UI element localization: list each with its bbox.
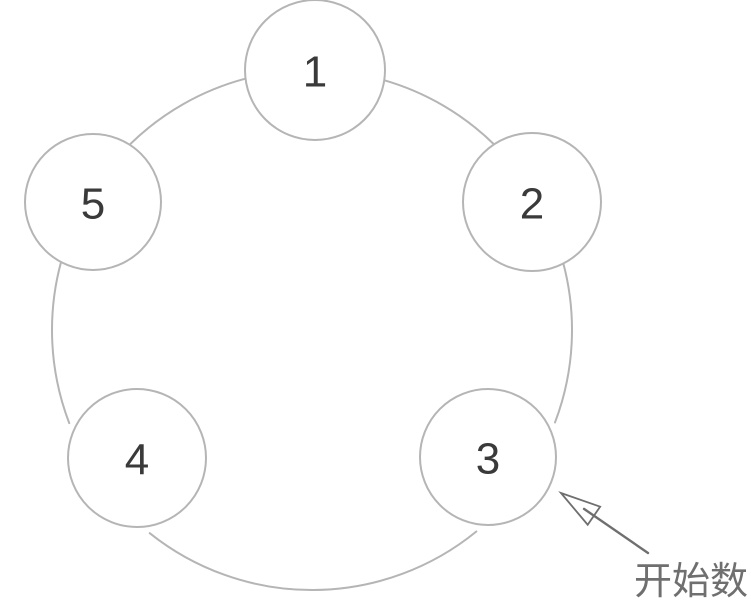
node-2-label: 2 — [520, 180, 544, 229]
start-annotation: 开始数 — [558, 491, 748, 603]
node-5-label: 5 — [81, 180, 105, 229]
annotation-arrow-head-icon — [558, 491, 602, 527]
node-1[interactable]: 1 — [244, 0, 386, 141]
edge-4-to-5 — [51, 260, 71, 425]
annotation-arrow-shaft — [582, 507, 650, 555]
node-group: 1 2 3 4 5 — [24, 0, 602, 528]
node-1-label: 1 — [303, 48, 327, 97]
node-1-circle[interactable] — [244, 0, 386, 141]
node-5[interactable]: 5 — [24, 133, 162, 271]
node-4-label: 4 — [125, 436, 149, 485]
edge-5-to-1 — [128, 77, 247, 147]
edge-group — [51, 77, 573, 591]
edge-1-to-2 — [383, 79, 496, 146]
node-3-label: 3 — [476, 435, 500, 484]
node-2[interactable]: 2 — [462, 132, 602, 272]
node-4[interactable]: 4 — [67, 388, 207, 528]
node-2-circle[interactable] — [462, 132, 602, 272]
node-5-circle[interactable] — [24, 133, 162, 271]
edge-3-to-4 — [148, 530, 478, 591]
edge-2-to-3 — [554, 261, 573, 424]
annotation-label: 开始数 — [634, 559, 748, 603]
node-4-circle[interactable] — [67, 388, 207, 528]
node-3[interactable]: 3 — [419, 388, 557, 526]
node-3-circle[interactable] — [419, 388, 557, 526]
